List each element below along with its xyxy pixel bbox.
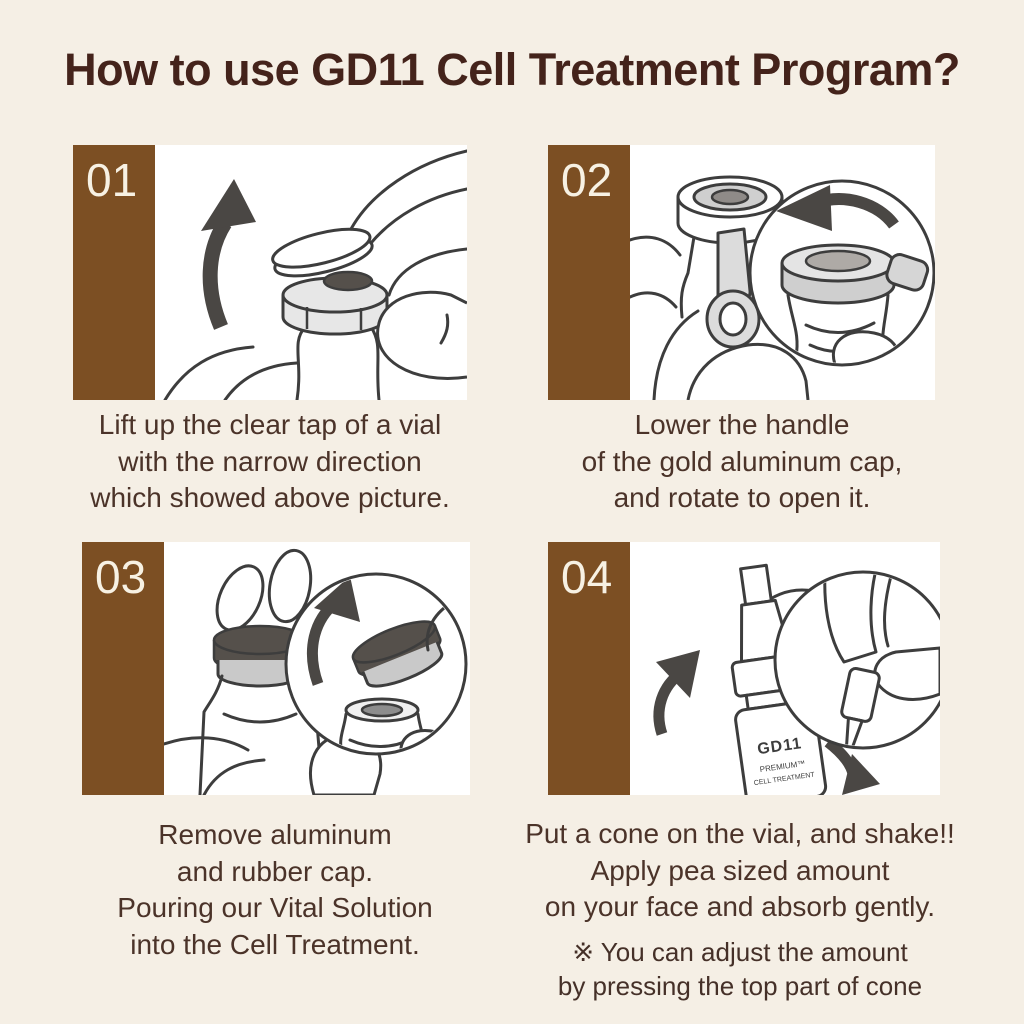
rubber-stopper <box>322 270 374 292</box>
magnifier-inset <box>773 570 940 750</box>
step-1-number-badge: 01 <box>73 145 155 400</box>
step-3-illustration <box>164 542 470 795</box>
step-4-number-badge: 04 <box>548 542 630 795</box>
cap-handle <box>705 227 761 349</box>
step-4-panel: 04 GD11 PREMIUM™ CELL TREATMENT <box>548 542 940 795</box>
step-1-caption: Lift up the clear tap of a vial with the… <box>90 409 450 514</box>
step-3-number-badge: 03 <box>82 542 164 795</box>
shake-arrow-down-icon <box>824 737 880 795</box>
rotate-arrow-icon <box>776 185 899 231</box>
shake-arrow-up-icon <box>653 650 700 736</box>
step-1-number: 01 <box>86 154 138 206</box>
step-2-caption: Lower the handle of the gold aluminum ca… <box>581 409 903 514</box>
step-2-illustration <box>630 145 935 400</box>
lift-arrow-icon <box>306 576 360 686</box>
adjust-amount-note: ※ You can adjust the amount by pressing … <box>557 937 923 1001</box>
step-1-illustration <box>155 145 467 400</box>
step-4-caption: Put a cone on the vial, and shake!! Appl… <box>525 818 955 923</box>
page-title: How to use GD11 Cell Treatment Program? <box>64 44 960 95</box>
step-3-number: 03 <box>95 551 147 603</box>
remove-cap-illustration <box>164 548 468 795</box>
step-3-caption: Remove aluminum and rubber cap. Pouring … <box>117 819 433 961</box>
aluminum-cap <box>676 175 784 245</box>
dropper-cone <box>840 666 881 746</box>
gd11-brand-label: GD11 <box>756 735 803 758</box>
folded-handle <box>885 253 930 292</box>
step-2-number-badge: 02 <box>548 145 630 400</box>
step-1-panel: 01 <box>73 145 467 400</box>
step-2-number: 02 <box>561 154 613 206</box>
lift-tab-illustration <box>163 149 467 400</box>
step-4-number: 04 <box>561 551 613 603</box>
lower-handle-illustration <box>630 175 935 400</box>
shake-apply-illustration: GD11 PREMIUM™ CELL TREATMENT <box>653 563 940 795</box>
clear-tab <box>271 227 374 278</box>
up-arrow-icon <box>201 179 256 330</box>
removed-cap <box>351 620 444 688</box>
step-3-panel: 03 <box>82 542 470 795</box>
step-2-panel: 02 <box>548 145 935 400</box>
step-4-illustration: GD11 PREMIUM™ CELL TREATMENT <box>630 542 940 795</box>
